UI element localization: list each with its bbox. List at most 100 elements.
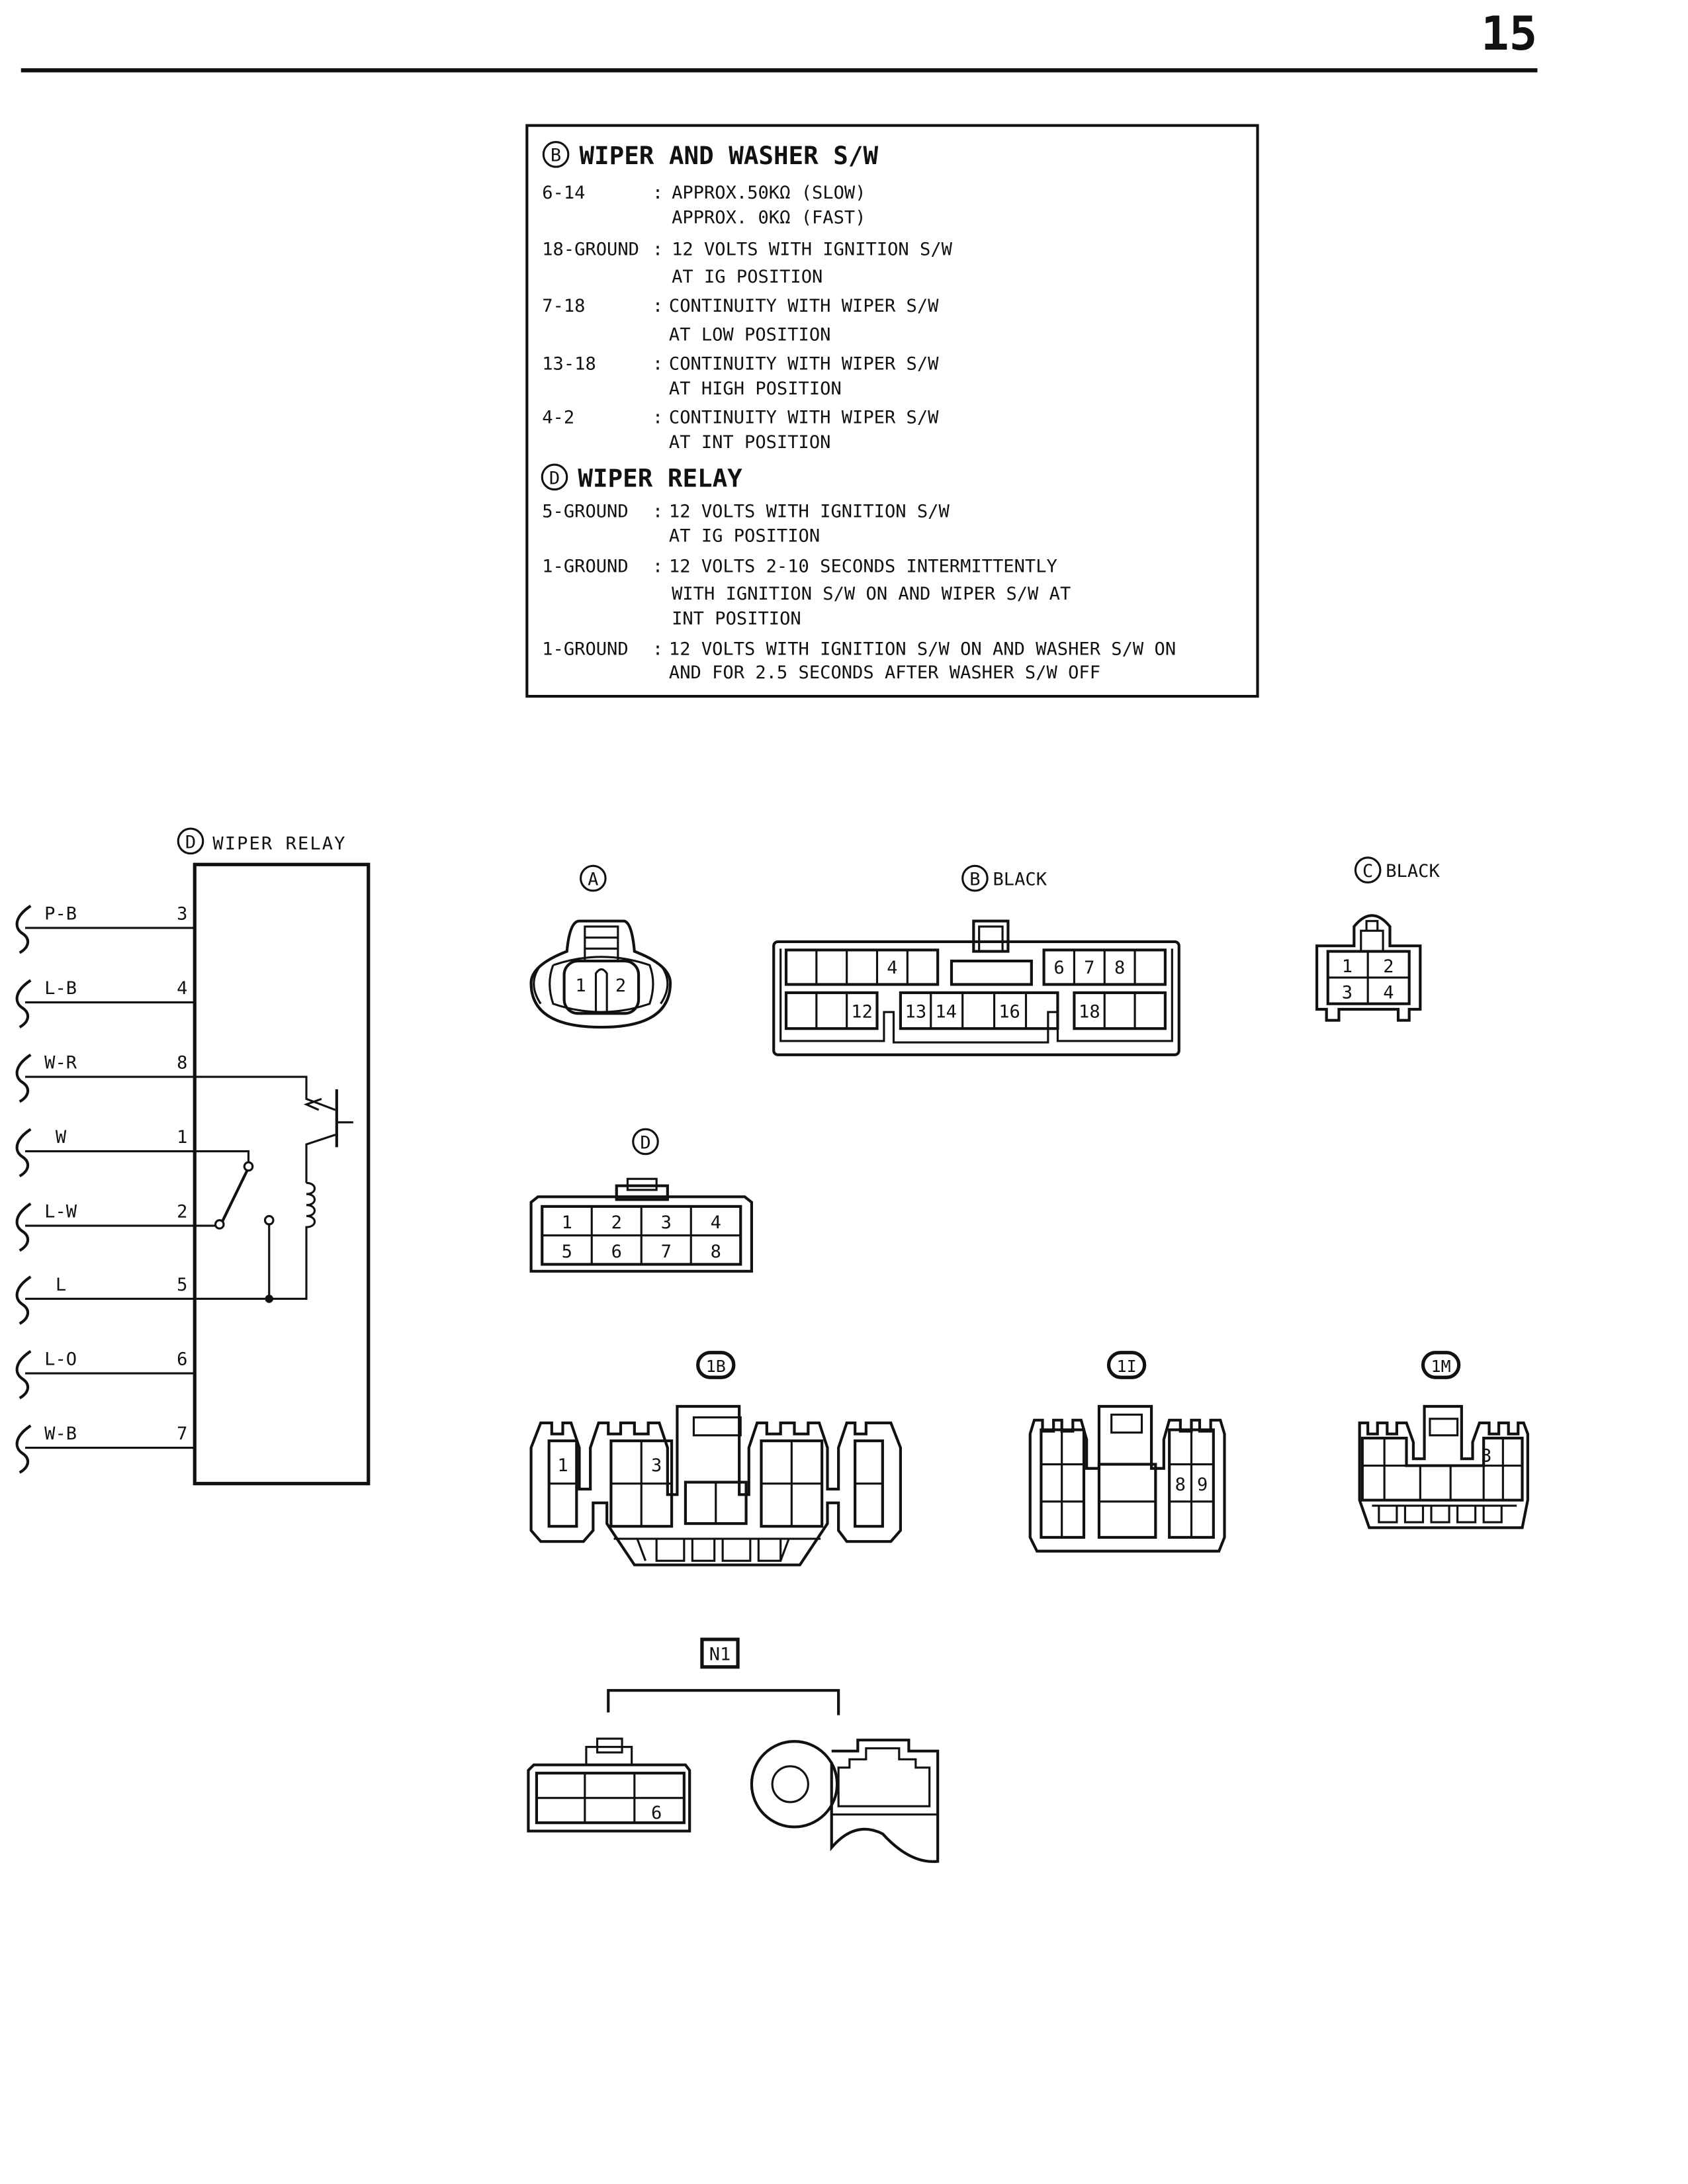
- wire-break-icon: [15, 1349, 32, 1400]
- switch-pivot-icon: [214, 1219, 225, 1230]
- pin-label: 2: [1383, 956, 1394, 977]
- pin-label: 7: [661, 1242, 672, 1262]
- relay-pin-number: 2: [177, 1202, 187, 1222]
- section-d-title: WIPER RELAY: [578, 463, 742, 492]
- section-b-badge: [542, 141, 570, 168]
- pin-label: 12: [851, 1002, 873, 1023]
- pin-label: 4: [711, 1212, 721, 1233]
- row-label: 1-GROUND: [542, 639, 628, 660]
- pin-label: 13: [905, 1002, 927, 1023]
- row-colon: :: [652, 501, 663, 522]
- wire-color-label: L: [56, 1275, 66, 1295]
- relay-pin-number: 5: [177, 1275, 187, 1295]
- pin-label: 4: [1383, 982, 1394, 1003]
- row-line: 12 VOLTS 2-10 SECONDS INTERMITTENTLY: [669, 557, 1057, 577]
- switch-arm: [221, 1169, 249, 1222]
- row-label: 13-18: [542, 353, 596, 374]
- row-colon: :: [652, 353, 663, 374]
- switch-contact-icon: [243, 1161, 254, 1172]
- row-line: 12 VOLTS WITH IGNITION S/W: [672, 239, 953, 259]
- relay-badge: [177, 827, 204, 855]
- connector-1m-code: 1M: [1431, 1357, 1451, 1376]
- relay-pin-number: 3: [177, 904, 187, 925]
- connector-1m: 1M 3: [1358, 1351, 1529, 1529]
- wire-break-icon: [15, 1128, 32, 1177]
- row-label: 1-GROUND: [542, 557, 628, 577]
- pin-label: 3: [651, 1455, 662, 1476]
- section-b-letter: B: [551, 146, 561, 166]
- connector-n1: N1 6: [527, 1637, 940, 1863]
- transistor-collector: [195, 1075, 336, 1111]
- row-label: 18-GROUND: [542, 239, 639, 259]
- pin-label: 18: [1079, 1002, 1100, 1023]
- ring-terminal-icon: [750, 1740, 839, 1829]
- row-line: AT LOW POSITION: [669, 325, 831, 345]
- connector-1i-code: 1I: [1117, 1357, 1137, 1376]
- row-line: WITH IGNITION S/W ON AND WIPER S/W AT: [672, 584, 1071, 604]
- row-line: AND FOR 2.5 SECONDS AFTER WASHER S/W OFF: [669, 662, 1100, 683]
- row-line: INT POSITION: [672, 609, 801, 629]
- connector-b-color: BLACK: [993, 870, 1047, 890]
- row-label: 4-2: [542, 408, 574, 428]
- relay-pin-number: 1: [177, 1127, 187, 1148]
- row-colon: :: [652, 239, 663, 259]
- pin-label: 5: [562, 1242, 572, 1262]
- connector-a: A 1 2: [529, 864, 672, 1029]
- row-colon: :: [652, 639, 663, 660]
- row-line: AT HIGH POSITION: [669, 379, 842, 399]
- connector-d-letter: D: [640, 1132, 650, 1153]
- relay-title: WIPER RELAY: [212, 833, 346, 854]
- transistor-arrow-icon: [303, 1097, 322, 1111]
- pin-label: 6: [611, 1242, 622, 1262]
- relay-wire-l-w: L-W 2: [15, 1202, 195, 1252]
- wire-color-label: L-B: [44, 978, 77, 999]
- row-colon: :: [652, 183, 663, 203]
- wire-break-icon: [15, 979, 32, 1028]
- connector-c-color: BLACK: [1386, 861, 1440, 882]
- pin-label: 8: [1114, 958, 1125, 978]
- relay-letter: D: [185, 832, 196, 852]
- row-line: CONTINUITY WITH WIPER S/W: [669, 353, 939, 374]
- spec-box: B WIPER AND WASHER S/W 6-14 : APPROX.50K…: [525, 124, 1259, 698]
- row-line: APPROX.50KΩ (SLOW): [672, 183, 866, 203]
- row-label: 5-GROUND: [542, 501, 628, 522]
- connector-c: C BLACK 1 2 3 4: [1315, 856, 1440, 1022]
- connector-b: B BLACK 4 6 7 8 12 13 14 16 18: [772, 864, 1180, 1056]
- pin-label: 2: [615, 976, 626, 996]
- wire-break-icon: [15, 1275, 32, 1325]
- section-d-badge: [541, 463, 568, 491]
- pin-label: 2: [611, 1212, 622, 1233]
- connector-1b: 1B 1 3: [529, 1351, 902, 1567]
- row-colon: :: [652, 557, 663, 577]
- pin-label: 1: [575, 976, 586, 996]
- pin-label: 3: [1481, 1445, 1491, 1466]
- pin-label: 9: [1197, 1475, 1208, 1495]
- pin-label: 4: [887, 958, 897, 978]
- section-b-title: WIPER AND WASHER S/W: [580, 141, 879, 170]
- row-line: AT INT POSITION: [669, 432, 831, 453]
- relay-wire-p-b: P-B 3: [15, 904, 195, 954]
- wire-color-label: L-W: [44, 1202, 77, 1222]
- row-line: CONTINUITY WITH WIPER S/W: [669, 408, 939, 428]
- wire-break-icon: [15, 905, 32, 954]
- wire-color-label: P-B: [44, 904, 77, 925]
- wire-color-label: W-B: [44, 1424, 77, 1444]
- row-colon: :: [652, 408, 663, 428]
- pin-label: 14: [935, 1002, 957, 1023]
- relay-pin-number: 6: [177, 1349, 187, 1370]
- pin-label: 3: [1342, 982, 1353, 1003]
- page-number: 15: [1481, 6, 1537, 61]
- connector-n1-code: N1: [709, 1644, 731, 1664]
- connector-1i: 1I 8 9: [1028, 1351, 1226, 1553]
- wire-break-icon: [15, 1424, 32, 1474]
- n1-bracket: [607, 1689, 840, 1715]
- pin-label: 7: [1084, 958, 1094, 978]
- transistor-emitter: [305, 1134, 336, 1183]
- wire-break-icon: [15, 1203, 32, 1252]
- row-line: AT IG POSITION: [669, 526, 820, 547]
